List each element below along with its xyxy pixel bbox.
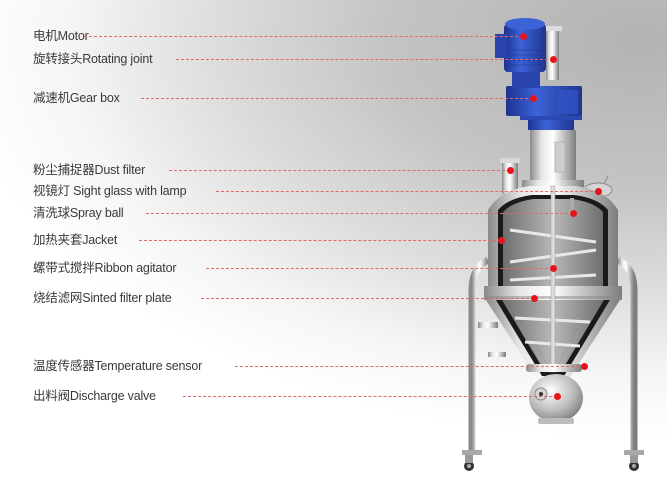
callout-dot-gear-box (529, 94, 537, 102)
label-dust-filter: 粉尘捕捉器Dust filter (33, 163, 146, 177)
leader-line-ribbon-agitator (206, 268, 553, 269)
leader-line-motor (84, 36, 523, 37)
leader-line-sinted-filter-plate (201, 298, 534, 299)
label-motor: 电机Motor (33, 29, 89, 43)
leader-line-sight-glass (216, 191, 598, 192)
support-legs (462, 256, 644, 471)
label-rotating-joint: 旋转接头Rotating joint (33, 52, 153, 66)
leader-line-jacket (139, 240, 501, 241)
callout-dot-jacket (497, 236, 505, 244)
callout-dot-discharge-valve (553, 392, 561, 400)
label-gear-box: 减速机Gear box (33, 91, 120, 105)
callout-dot-sinted-filter-plate (530, 294, 538, 302)
leader-line-gear-box (141, 98, 533, 99)
leader-line-dust-filter (169, 170, 510, 171)
callout-dot-dust-filter (506, 166, 514, 174)
label-jacket: 加热夹套Jacket (33, 233, 118, 247)
leader-line-rotating-joint (176, 59, 553, 60)
callout-dot-sight-glass (594, 187, 602, 195)
leader-line-temperature-sensor (235, 366, 584, 367)
label-discharge-valve: 出料阀Discharge valve (33, 389, 156, 403)
label-spray-ball: 清洗球Spray ball (33, 206, 124, 220)
label-sinted-filter-plate: 烧结滤网Sinted filter plate (33, 291, 172, 305)
label-temperature-sensor: 温度传感器Temperature sensor (33, 359, 203, 373)
leader-line-discharge-valve (183, 396, 557, 397)
callout-dot-temperature-sensor (580, 362, 588, 370)
callout-dot-spray-ball (569, 209, 577, 217)
callout-dot-rotating-joint (549, 55, 557, 63)
label-sight-glass: 视镜灯 Sight glass with lamp (33, 184, 187, 198)
callout-dot-motor (519, 32, 527, 40)
leader-line-spray-ball (146, 213, 573, 214)
label-ribbon-agitator: 螺带式搅拌Ribbon agitator (33, 261, 177, 275)
callout-dot-ribbon-agitator (549, 264, 557, 272)
